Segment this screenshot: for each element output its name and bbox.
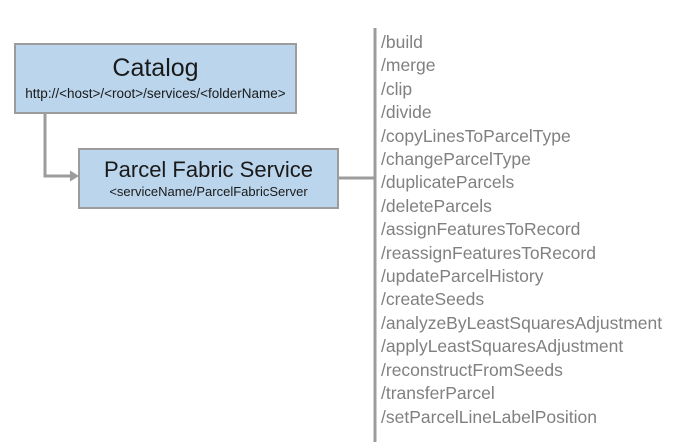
operation-item[interactable]: /analyzeByLeastSquaresAdjustment <box>381 312 663 333</box>
connector-catalog-to-parcel-fabric-service <box>43 114 79 182</box>
operation-item[interactable]: /setParcelLineLabelPosition <box>381 406 597 427</box>
operation-item[interactable]: /copyLinesToParcelType <box>381 125 571 146</box>
node-catalog-title: Catalog <box>112 54 199 83</box>
operation-item[interactable]: /clip <box>381 78 413 99</box>
operation-item[interactable]: /build <box>381 32 423 52</box>
operation-item[interactable]: /applyLeastSquaresAdjustment <box>381 336 624 357</box>
operation-item[interactable]: /createSeeds <box>381 289 485 310</box>
operation-item[interactable]: /duplicateParcels <box>381 172 515 193</box>
node-parcel-fabric-service-title: Parcel Fabric Service <box>103 156 314 182</box>
operation-item[interactable]: /changeParcelType <box>381 149 531 170</box>
operations-list: /build/merge/clip/divide/copyLinesToParc… <box>381 31 681 429</box>
node-catalog-subtitle: http://<host>/<root>/services/<folderNam… <box>25 85 286 101</box>
operation-item[interactable]: /reconstructFromSeeds <box>381 359 563 380</box>
operation-item[interactable]: /merge <box>381 55 436 76</box>
operation-item[interactable]: /updateParcelHistory <box>381 266 544 287</box>
node-parcel-fabric-service[interactable]: Parcel Fabric Service <serviceName/Parce… <box>78 148 339 209</box>
operation-item[interactable]: /reassignFeaturesToRecord <box>381 242 596 263</box>
operation-item[interactable]: /divide <box>381 102 432 123</box>
operation-item[interactable]: /assignFeaturesToRecord <box>381 219 581 240</box>
node-catalog[interactable]: Catalog http://<host>/<root>/services/<f… <box>14 43 297 114</box>
node-parcel-fabric-service-subtitle: <serviceName/ParcelFabricServer <box>109 183 308 199</box>
operation-item[interactable]: /deleteParcels <box>381 195 492 216</box>
operation-item[interactable]: /transferParcel <box>381 383 495 404</box>
